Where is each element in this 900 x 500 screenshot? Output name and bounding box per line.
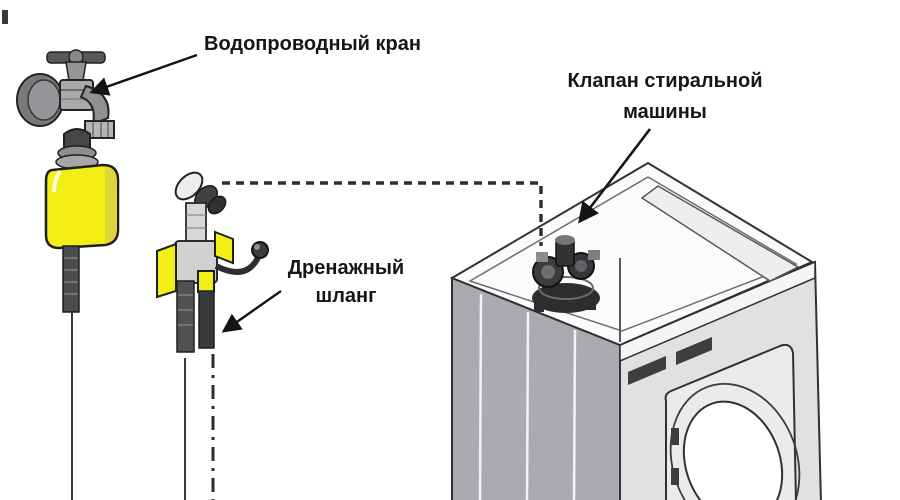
arrow-water-tap — [89, 53, 198, 96]
inlet-hose-left — [176, 280, 195, 353]
fitting-neck — [185, 202, 207, 244]
label-drain-hose-line1: Дренажный — [287, 257, 405, 279]
water-tap-illustration — [16, 49, 115, 139]
side-ridge — [525, 311, 530, 500]
valve-coil-core — [541, 265, 555, 279]
label-machine-valve: Клапан стиральной машины — [540, 66, 790, 128]
valve-fitting — [588, 250, 600, 260]
angled-fitting-ring — [174, 171, 204, 201]
angled-fitting-nut — [207, 195, 227, 215]
valve-fitting — [536, 252, 548, 262]
valve-leg — [534, 296, 544, 312]
valve-leg — [586, 292, 596, 310]
vent-slot — [628, 356, 666, 385]
artifact-mark — [2, 10, 8, 24]
arrow-drain-hose — [221, 290, 282, 333]
connector-highlight — [254, 244, 260, 250]
hinge-slot — [671, 428, 679, 445]
side-ridge — [478, 293, 483, 500]
label-drain-hose: Дренажный шланг — [272, 254, 420, 310]
aquastop-body — [44, 163, 120, 250]
label-drain-hose-line2: шланг — [315, 285, 377, 307]
washing-machine-illustration — [449, 161, 822, 500]
arrow-machine-valve — [578, 128, 652, 224]
drain-hose-collar — [197, 270, 215, 293]
machine-inlet-valve-illustration — [532, 235, 600, 313]
side-ridge — [572, 329, 577, 500]
valve-base-rim — [538, 276, 594, 300]
door-opening — [682, 400, 784, 500]
aquastop-highlight — [52, 169, 62, 193]
drain-hose — [198, 290, 215, 349]
hose-routing-dashed-line — [222, 181, 543, 246]
tap-wall-flange-inner — [27, 79, 61, 121]
machine-rim-step — [640, 185, 800, 282]
label-water-tap-text: Водопроводный кран — [204, 33, 421, 55]
vent-slot — [676, 337, 712, 365]
valve-coil-core — [575, 260, 587, 272]
inlet-hose-assembly-illustration — [156, 171, 269, 353]
label-machine-valve-line1: Клапан стиральной — [567, 70, 763, 92]
loop-hose-connector — [251, 241, 269, 259]
aquastop-hose — [62, 245, 80, 313]
valve-stem-top — [555, 235, 575, 245]
aquastop-valve-illustration — [44, 128, 120, 313]
yellow-pad-left — [156, 242, 177, 299]
label-water-tap: Водопроводный кран — [204, 33, 421, 56]
aquastop-cap — [63, 128, 91, 150]
hinge-slot — [671, 468, 679, 485]
tap-stem — [65, 61, 87, 82]
aquastop-body-shade — [104, 167, 117, 244]
yellow-pad-right — [214, 230, 234, 265]
label-machine-valve-line2: машины — [623, 101, 707, 123]
